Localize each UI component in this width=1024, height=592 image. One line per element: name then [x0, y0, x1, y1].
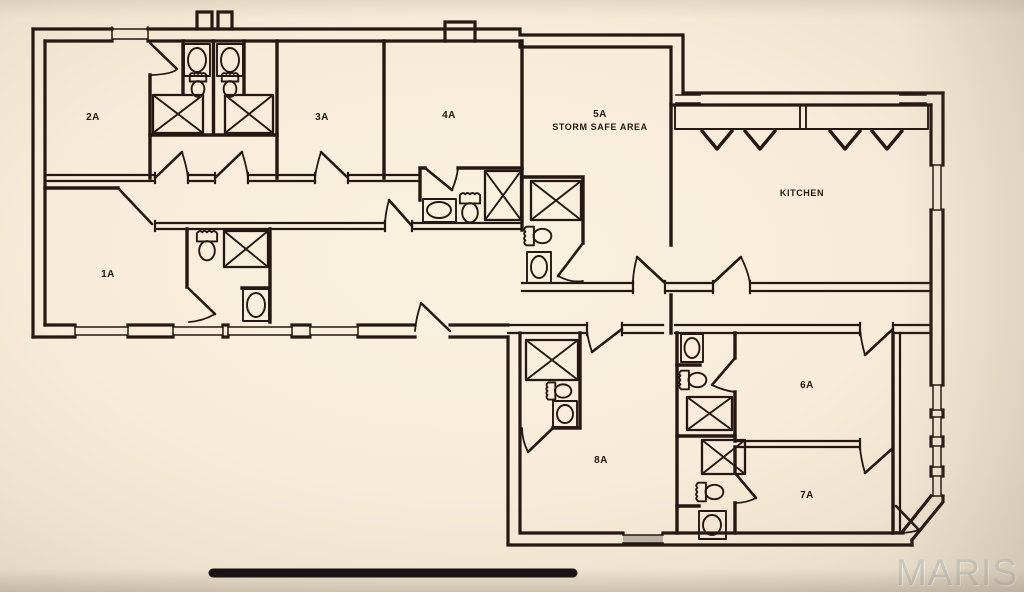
sink-fixture [699, 511, 726, 539]
windows [75, 27, 943, 543]
room-label-5a: 5A [593, 109, 607, 120]
sink-fixture [527, 252, 551, 283]
sink-fixture [681, 334, 703, 362]
watermark-highlight: MARIS [897, 553, 1019, 592]
room-label-3a: 3A [315, 112, 329, 123]
closet-fixture [531, 181, 581, 220]
room-labels: 2A 3A 4A 5A STORM SAFE AREA KITCHEN 1A 8… [86, 109, 824, 501]
sink-fixture [217, 44, 243, 76]
sink-fixture [423, 199, 456, 222]
room-label-1a: 1A [101, 269, 115, 280]
sink-fixture [553, 401, 577, 427]
room-label-4a: 4A [442, 110, 456, 121]
sink-fixtures [184, 44, 726, 539]
kitchen-cabinet-symbols [702, 131, 902, 149]
room-sublabel-storm-safe-area: STORM SAFE AREA [552, 122, 648, 132]
toilet-fixture [459, 192, 481, 224]
room-label-6a: 6A [800, 380, 814, 391]
closet-fixture [687, 397, 732, 430]
door-swings [118, 43, 919, 533]
exterior-walls [33, 12, 943, 545]
toilet-fixture [545, 381, 573, 401]
closet-fixture [225, 95, 273, 133]
kitchen-counter [675, 105, 928, 149]
closet-fixture [153, 95, 203, 133]
closet-fixture [485, 171, 521, 220]
sink-fixture [243, 289, 269, 321]
room-label-7a: 7A [800, 490, 814, 501]
closet-fixtures [153, 95, 745, 474]
maris-watermark: MARIS MARIS [896, 552, 1019, 592]
closet-fixture [224, 231, 268, 267]
room-label-2a: 2A [86, 112, 100, 123]
sink-fixture [184, 44, 210, 76]
toilet-fixture [196, 230, 218, 262]
watermark-text: MARIS [896, 552, 1018, 592]
toilet-fixture [678, 369, 708, 391]
room-label-kitchen: KITCHEN [780, 188, 824, 198]
closet-fixture [702, 440, 745, 474]
closet-fixture [526, 340, 578, 380]
room-label-8a: 8A [594, 455, 608, 466]
toilet-fixture [523, 225, 553, 247]
toilet-fixture [695, 481, 725, 503]
